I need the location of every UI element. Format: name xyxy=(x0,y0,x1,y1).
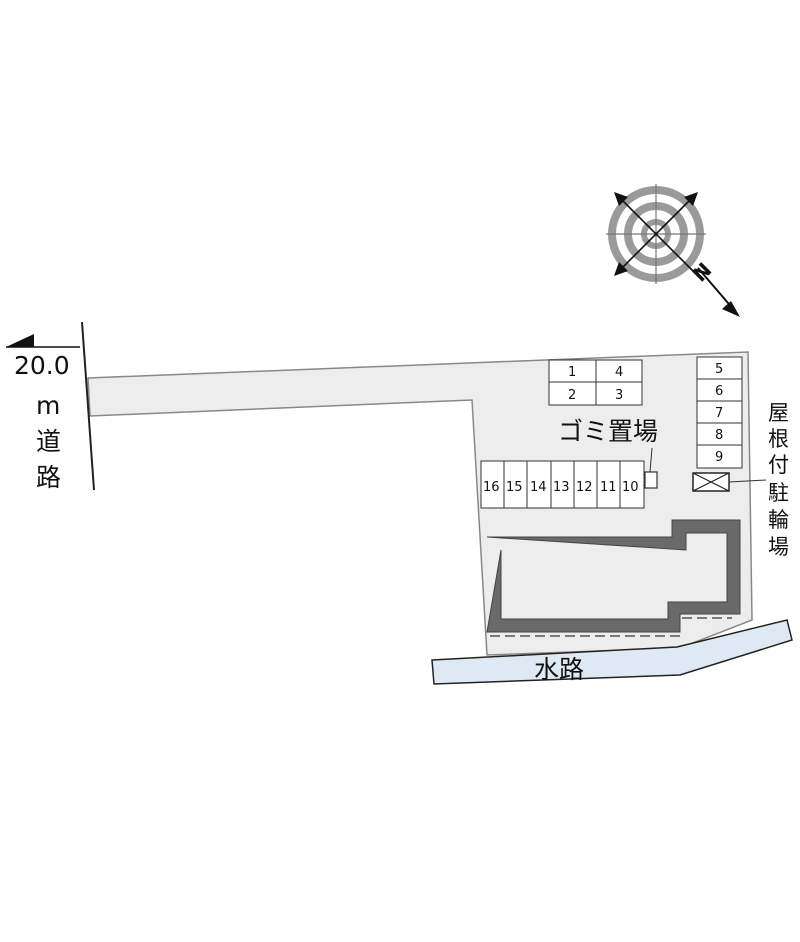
parking-space: 9 xyxy=(715,450,723,465)
parking-space: 1 xyxy=(568,365,576,380)
parking-space: 6 xyxy=(715,384,723,399)
road-label-char-1: 道 xyxy=(36,427,61,456)
garbage-leader-line xyxy=(649,447,653,473)
compass: N xyxy=(606,184,740,317)
road-label-char-2: 路 xyxy=(36,463,61,492)
parking-space: 2 xyxy=(568,388,576,403)
waterway-label: 水路 xyxy=(534,655,584,684)
parking-space: 13 xyxy=(553,480,570,495)
bike-label-char: 駐 xyxy=(768,481,789,505)
road-edge-line xyxy=(81,321,95,491)
parking-space: 7 xyxy=(715,406,723,421)
building xyxy=(486,519,741,633)
parking-bottom-row: 16 15 14 13 12 11 10 xyxy=(480,460,645,509)
parking-right-column: 5 6 7 8 9 xyxy=(696,356,743,469)
road-width-value: 20.0 xyxy=(14,351,70,380)
lot-area xyxy=(87,351,753,656)
bike-leader-line xyxy=(728,479,767,483)
parking-space: 10 xyxy=(622,480,639,495)
garbage-box xyxy=(644,471,658,489)
parking-space: 5 xyxy=(715,362,723,377)
parking-space: 14 xyxy=(530,480,547,495)
road-width-unit: m xyxy=(36,391,60,420)
bike-label-char: 屋 xyxy=(768,401,789,425)
parking-space: 15 xyxy=(506,480,523,495)
parking-space: 16 xyxy=(483,480,500,495)
garbage-label: ゴミ置場 xyxy=(558,417,658,446)
bike-label-char: 場 xyxy=(768,535,789,559)
waterway xyxy=(431,619,793,685)
bike-label-char: 根 xyxy=(768,427,789,451)
parking-space: 4 xyxy=(615,365,623,380)
parking-space: 11 xyxy=(600,480,617,495)
bike-label-char: 付 xyxy=(768,453,789,477)
bike-parking-cross xyxy=(692,472,730,492)
parking-top-grid: 1 4 2 3 xyxy=(548,359,643,406)
road-width-arrow xyxy=(6,334,34,347)
parking-space: 12 xyxy=(576,480,593,495)
parking-space: 3 xyxy=(615,388,623,403)
bike-label-char: 輪 xyxy=(768,508,789,532)
parking-space: 8 xyxy=(715,428,723,443)
